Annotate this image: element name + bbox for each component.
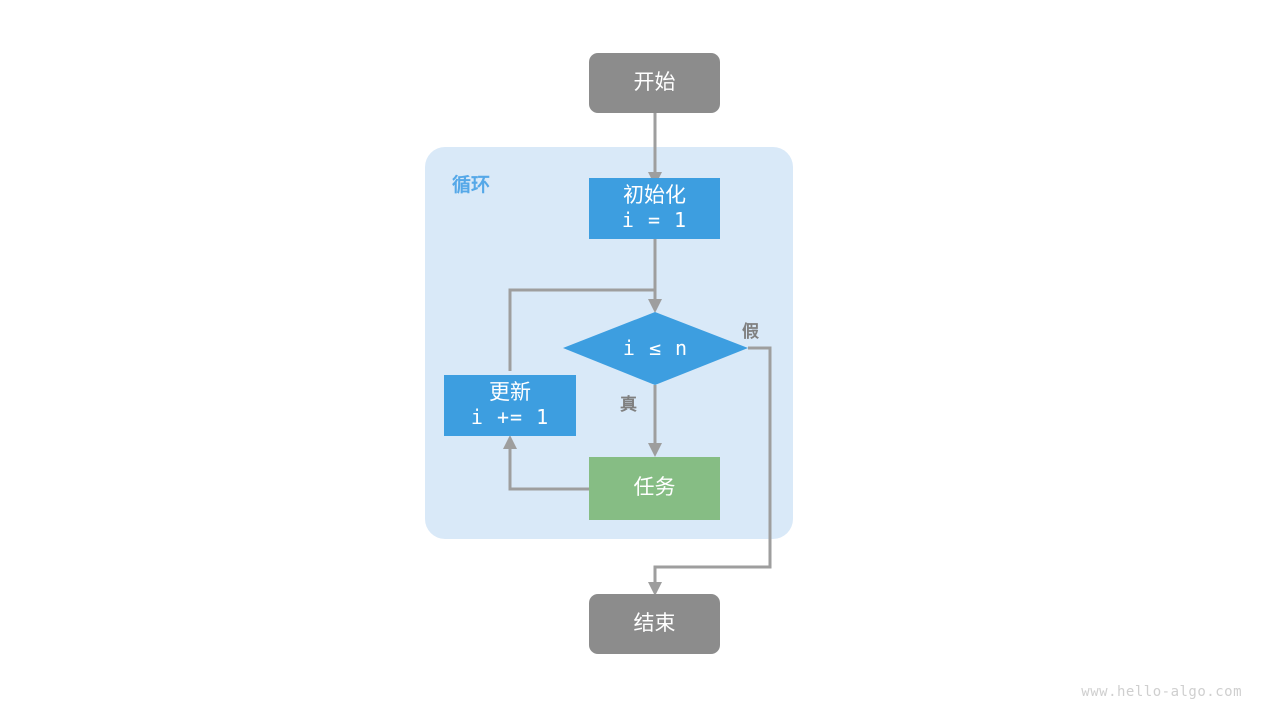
node-update-shape[interactable] bbox=[444, 375, 576, 436]
node-task-shape[interactable] bbox=[589, 457, 720, 520]
edge-task-to-update bbox=[508, 443, 589, 491]
arrowhead-end bbox=[648, 582, 662, 596]
edge-update-to-cond bbox=[508, 288, 657, 371]
edge-label-false: 假 bbox=[742, 322, 759, 341]
loop-group-label: 循环 bbox=[452, 175, 491, 196]
edge-cond-false-to-end bbox=[653, 346, 772, 588]
node-start-shape[interactable] bbox=[589, 53, 720, 113]
node-condition-shape[interactable] bbox=[563, 312, 748, 385]
node-init-shape[interactable] bbox=[589, 178, 720, 239]
connector-group bbox=[508, 113, 772, 588]
edge-label-true: 真 bbox=[620, 395, 637, 414]
site-watermark: www.hello-algo.com bbox=[1081, 684, 1242, 700]
arrowhead-update bbox=[503, 435, 517, 449]
arrowhead-group bbox=[503, 172, 662, 596]
arrowhead-cond bbox=[648, 299, 662, 313]
arrowhead-task bbox=[648, 443, 662, 457]
node-end-shape[interactable] bbox=[589, 594, 720, 654]
